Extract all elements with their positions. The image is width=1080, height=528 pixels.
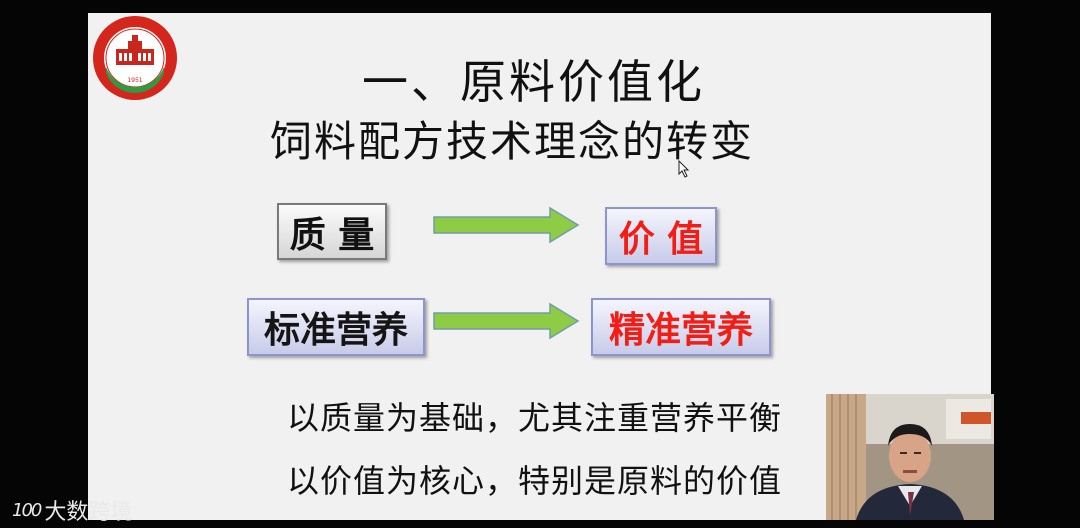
value-box: 价 值 <box>605 207 717 265</box>
university-logo: 1951 <box>93 16 177 100</box>
logo-year: 1951 <box>127 77 142 84</box>
presenter-video-icon <box>826 394 994 520</box>
slide-title: 一、原料价值化 <box>362 55 705 109</box>
quality-box: 质 量 <box>277 203 387 260</box>
standard-nutrition-box: 标准营养 <box>247 298 425 356</box>
slide-subtitle: 饲料配方技术理念的转变 <box>270 117 755 166</box>
watermark-logo-icon: 100 <box>12 499 42 521</box>
right-arrow-icon <box>433 206 580 244</box>
mouse-cursor-icon <box>678 160 690 178</box>
note-line-2: 以价值为核心，特别是原料的价值 <box>287 462 783 500</box>
watermark: 100 大数跨境 <box>12 494 132 526</box>
presenter-webcam <box>826 394 994 520</box>
precision-nutrition-box: 精准营养 <box>591 298 771 356</box>
watermark-text: 大数跨境 <box>44 500 133 525</box>
right-arrow-icon <box>433 302 580 340</box>
note-line-1: 以质量为基础，尤其注重营养平衡 <box>287 399 783 437</box>
